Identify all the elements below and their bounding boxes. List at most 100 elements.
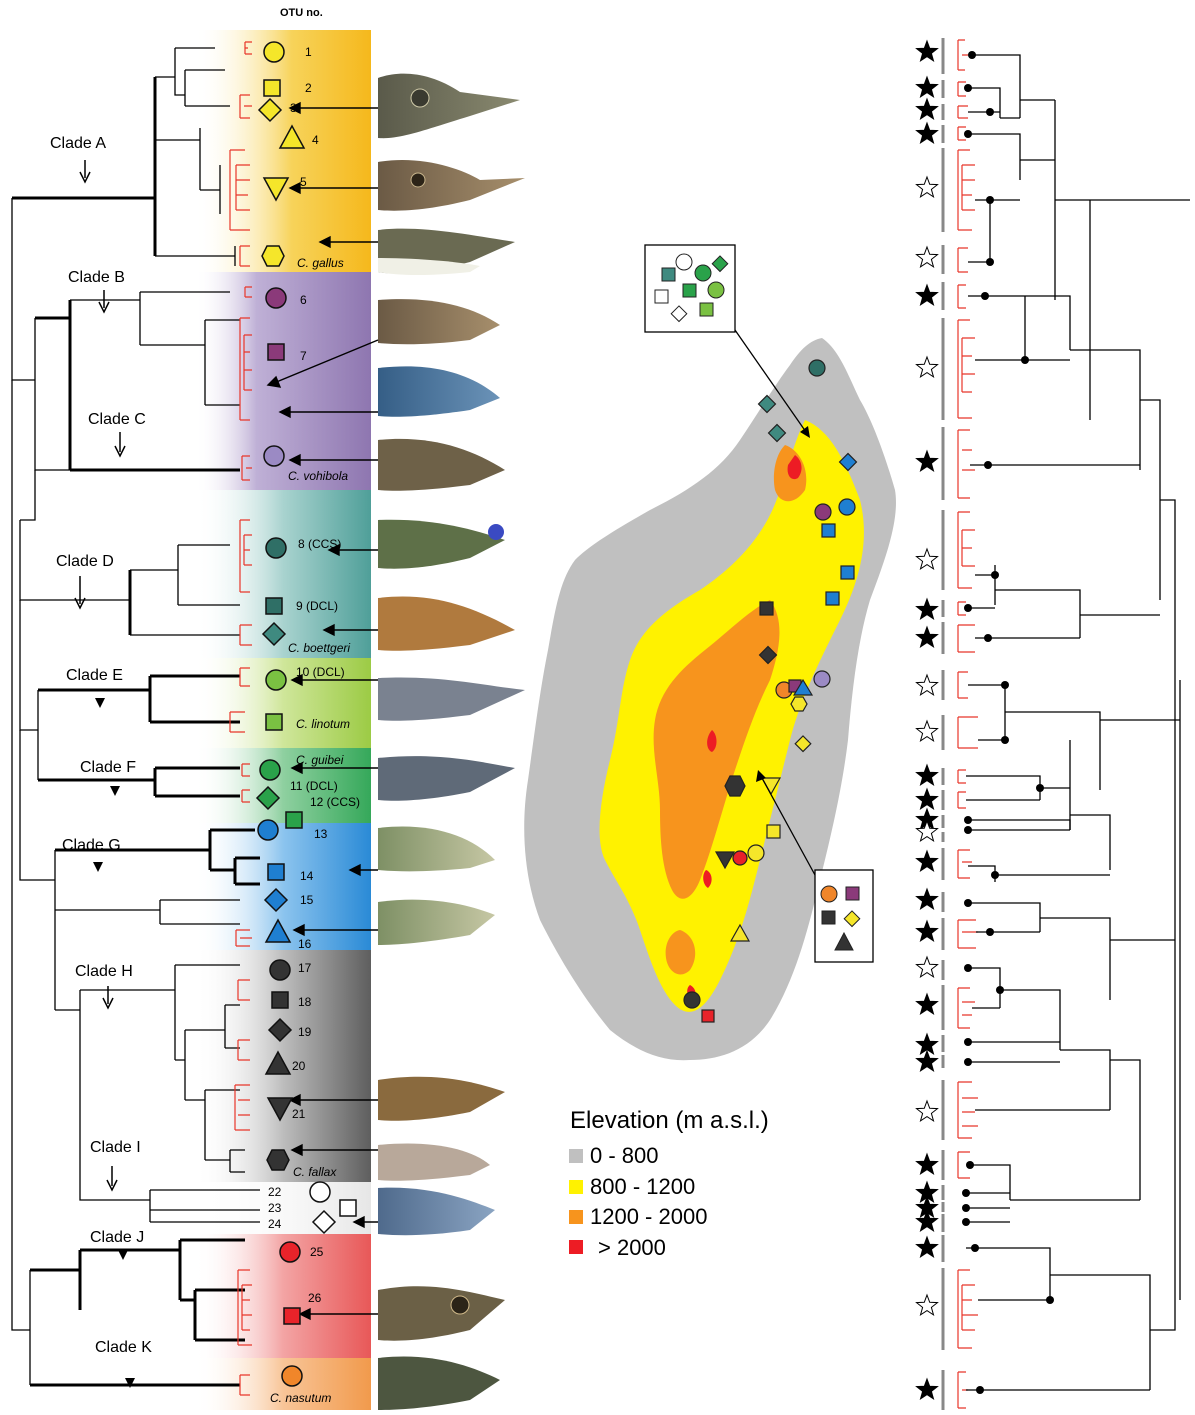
otu-symbol: [262, 246, 284, 266]
clade-g-arrow: [93, 862, 103, 872]
marker-otu-fallax: [725, 776, 745, 796]
lizard-head-16: [378, 1286, 505, 1340]
marker-otu-25: [733, 851, 747, 865]
otu-symbol: [266, 714, 282, 730]
otu-label: 22: [268, 1185, 282, 1199]
otu-label: 25: [310, 1245, 324, 1259]
marker-otu-8: [809, 360, 825, 376]
lizard-head-15: [378, 1188, 495, 1236]
lizard-head-6: [378, 439, 505, 491]
filled-star-icon: [917, 599, 938, 619]
panel-clade-f: [195, 748, 371, 823]
filled-star-icon: [917, 1379, 938, 1399]
otu-symbol: [282, 1366, 302, 1386]
clade-f-label: Clade F: [80, 759, 136, 776]
filled-star-icon: [917, 285, 938, 305]
lizard-photos: [378, 74, 525, 1410]
otu-label: C. vohibola: [288, 469, 348, 483]
filled-star-icon: [917, 99, 938, 119]
open-star-icon: [917, 549, 938, 569]
filled-star-icon: [917, 789, 938, 809]
lizard-head-12: [378, 900, 495, 945]
otu-label: 10 (DCL): [296, 665, 345, 679]
lizard-head-1: [378, 74, 520, 139]
otu-label: 15: [300, 893, 314, 907]
legend-swatch-0-800: [569, 1149, 583, 1163]
filled-star-icon: [917, 1237, 938, 1257]
otu-symbol: [270, 960, 290, 980]
otu-symbol: [258, 820, 278, 840]
otu-label: 21: [292, 1107, 306, 1121]
filled-star-icon: [917, 994, 938, 1014]
legend-label-1200-2000: 1200 - 2000: [590, 1204, 707, 1229]
otu-symbol: [264, 80, 280, 96]
clade-e-label: Clade E: [66, 667, 123, 684]
otu-label: C. gallus: [297, 256, 344, 270]
lizard-eye-16: [451, 1296, 469, 1314]
clade-i-label: Clade I: [90, 1139, 141, 1156]
otu-header: OTU no.: [280, 7, 323, 19]
lizard-head-5: [378, 366, 500, 416]
open-star-icon: [917, 247, 938, 267]
otu-label: 14: [300, 869, 314, 883]
open-star-icon: [917, 357, 938, 377]
marker-otu-6: [815, 504, 831, 520]
right-tree: [917, 38, 1191, 1410]
otu-symbol: [266, 670, 286, 690]
otu-label: 7: [300, 349, 307, 363]
otu-symbol: [284, 1308, 300, 1324]
clade-j-arrow: [118, 1250, 128, 1260]
filled-star-icon: [917, 123, 938, 143]
clade-a-label: Clade A: [50, 135, 106, 152]
legend-label-above-2000: > 2000: [598, 1235, 666, 1260]
legend-title: Elevation (m a.s.l.): [570, 1107, 769, 1134]
otu-label: 3: [290, 101, 297, 115]
lizard-eye-1: [411, 89, 429, 107]
otu-symbol: [266, 538, 286, 558]
otu-label: 8 (CCS): [298, 537, 341, 551]
otu-symbol: [267, 1150, 289, 1170]
marker-otu-26: [702, 1010, 714, 1022]
clade-c-arrow: [115, 432, 125, 456]
clade-d-label: Clade D: [56, 553, 114, 570]
filled-star-icon: [917, 627, 938, 647]
clade-f-arrow: [110, 786, 120, 796]
open-star-icon: [917, 821, 938, 841]
otu-label: 18: [298, 995, 312, 1009]
clade-c-label: Clade C: [88, 411, 146, 428]
filled-star-icon: [917, 41, 938, 61]
lizard-head-4: [378, 299, 500, 344]
otu-label: 9 (DCL): [296, 599, 338, 613]
otu-label: 19: [298, 1025, 312, 1039]
lizard-head-2: [378, 160, 525, 211]
otu-label: 11 (DCL): [290, 779, 338, 793]
otu-symbol: [264, 446, 284, 466]
lizard-head-9: [378, 677, 525, 720]
right-tree-tips: [958, 40, 978, 1408]
clade-i-arrow: [107, 1166, 117, 1190]
otu-symbol: [272, 992, 288, 1008]
legend-swatch-above-2000: [569, 1240, 583, 1254]
otu-symbol: [266, 288, 286, 308]
filled-star-icon: [917, 765, 938, 785]
otu-label: 6: [300, 293, 307, 307]
otu-symbol: [310, 1182, 330, 1202]
clade-k-label: Clade K: [95, 1339, 152, 1356]
otu-symbol: [268, 864, 284, 880]
otu-label: C. boettgeri: [288, 641, 350, 655]
filled-star-icon: [917, 921, 938, 941]
otu-label: 23: [268, 1201, 282, 1215]
lizard-eye-2: [411, 173, 425, 187]
filled-star-icon: [917, 1051, 938, 1071]
lizard-head-10: [378, 756, 515, 801]
marker-otu-18: [760, 602, 773, 615]
marker-otu-1: [748, 845, 764, 861]
otu-symbol: [264, 42, 284, 62]
otu-symbol: [280, 1242, 300, 1262]
clade-j-label: Clade J: [90, 1229, 144, 1246]
marker-otu-14-2: [841, 566, 854, 579]
clade-h-arrow: [103, 986, 113, 1008]
otu-c-linotum: C. linotum: [266, 714, 350, 731]
open-star-icon: [917, 675, 938, 695]
clade-g-label: Clade G: [62, 837, 121, 854]
